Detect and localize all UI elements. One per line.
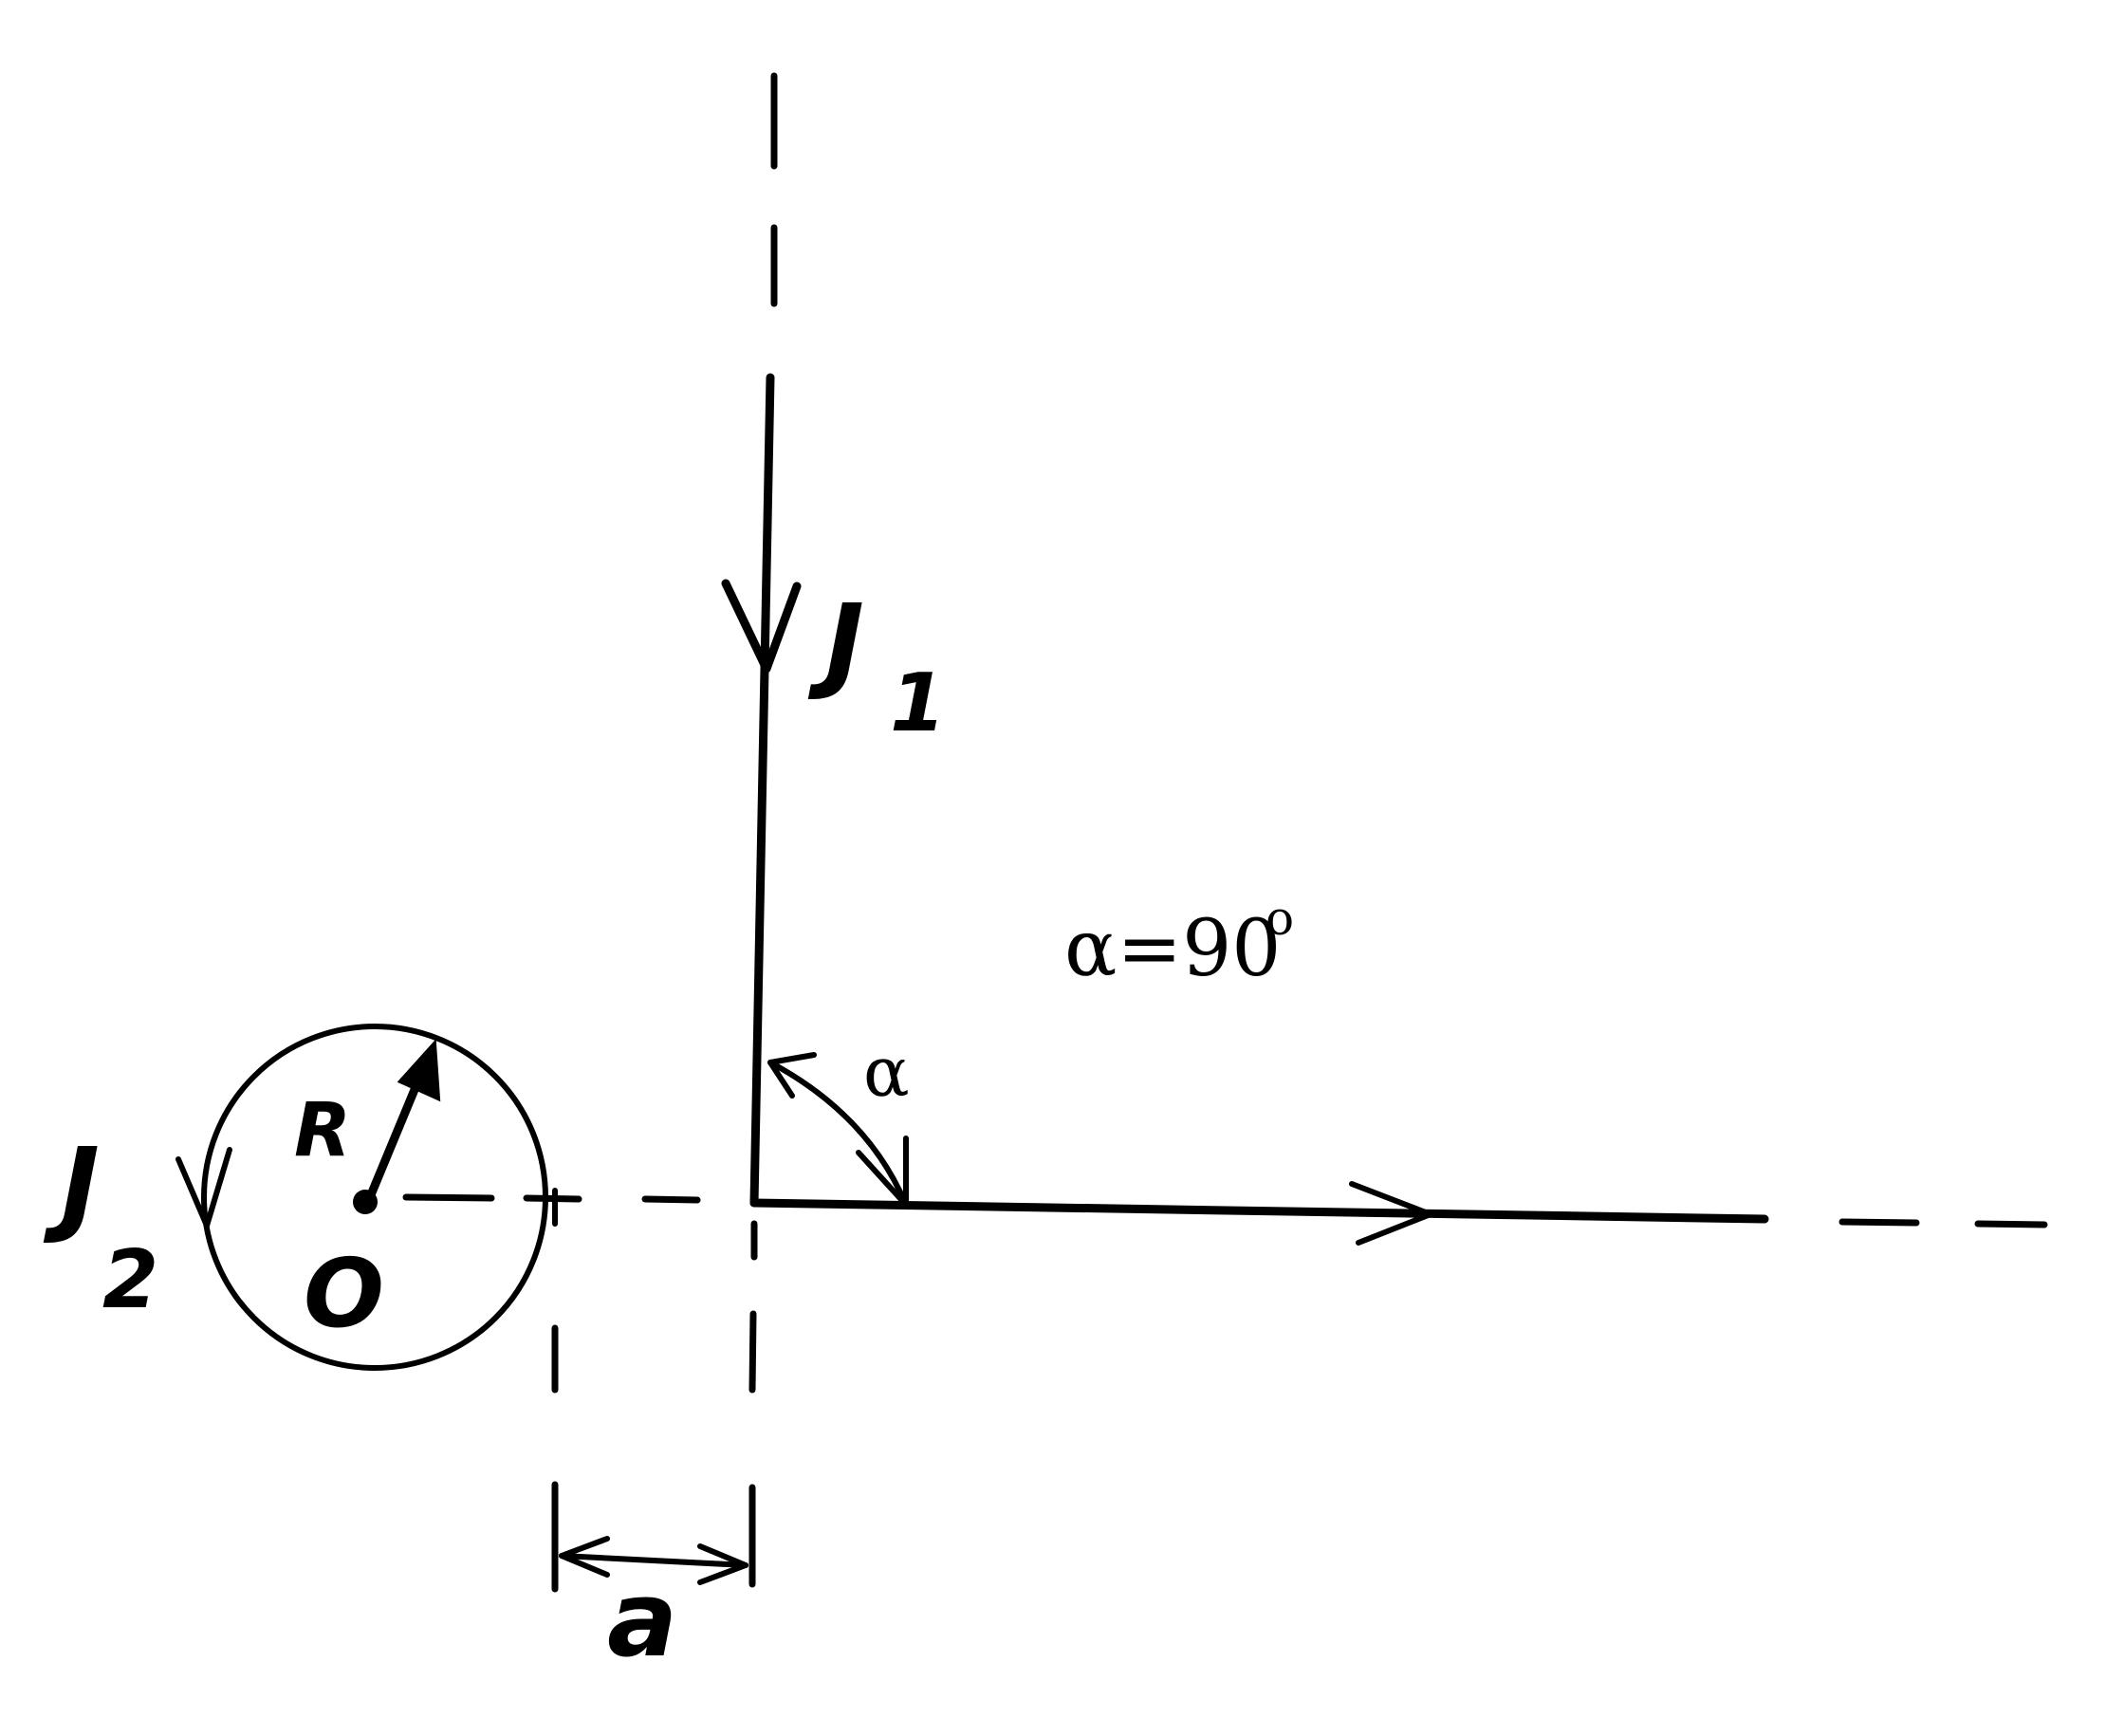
- horizontal-wire-arrow: [1349, 1181, 1433, 1246]
- circular-loop: [201, 1024, 548, 1371]
- center-label: O: [304, 1238, 384, 1349]
- current-2-label: J 2: [43, 1125, 158, 1327]
- vertical-wire: [749, 373, 775, 1208]
- svg-text:J: J: [43, 1125, 100, 1247]
- current-2-arrow: [176, 1147, 232, 1228]
- svg-text:1: 1: [890, 656, 946, 750]
- distance-label: a: [607, 1559, 677, 1680]
- svg-text:2: 2: [102, 1233, 158, 1327]
- angle-value-label: α=90 o: [1064, 891, 1294, 994]
- svg-text:J: J: [807, 582, 864, 703]
- svg-text:α=90: α=90: [1064, 904, 1281, 994]
- angle-arc: [767, 1052, 909, 1208]
- horizontal-dashed-extension-right: [1838, 1218, 2048, 1228]
- radius-arrow: [365, 1039, 441, 1202]
- svg-text:o: o: [1265, 891, 1294, 946]
- horizontal-wire: [749, 1198, 1769, 1224]
- radius-label: R: [294, 1088, 351, 1173]
- center-dashed-line: [402, 1193, 701, 1204]
- angle-symbol: α: [863, 1032, 910, 1112]
- current-1-label: J 1: [807, 582, 946, 750]
- vertical-dashed-extension-bottom: [748, 1220, 758, 1394]
- current-1-arrow: [721, 579, 802, 674]
- distance-arrow: [559, 1536, 748, 1585]
